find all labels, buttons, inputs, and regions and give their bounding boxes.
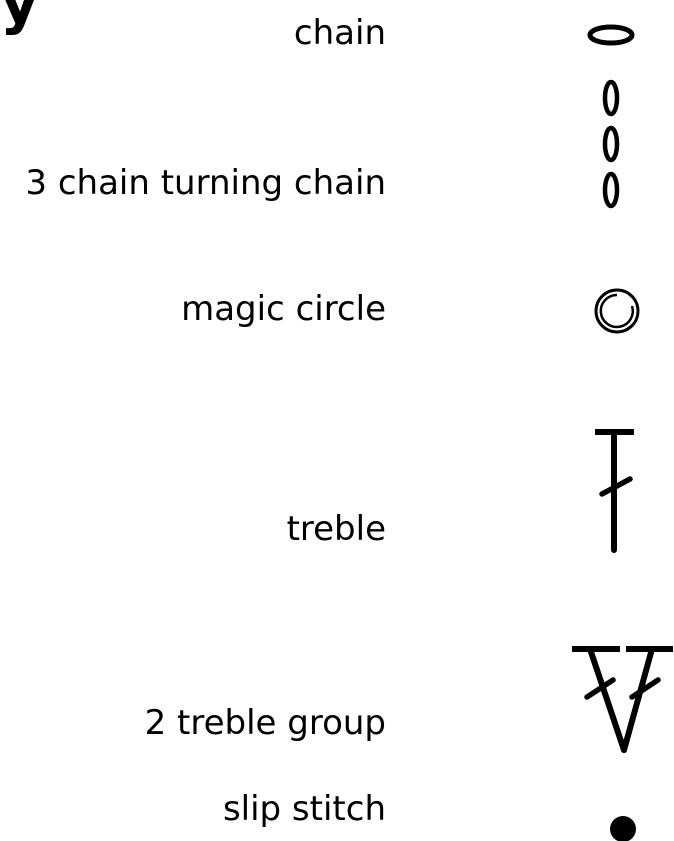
slip-stitch-icon — [610, 816, 636, 841]
magic-circle-icon — [594, 288, 640, 334]
page-title-fragment: y — [0, 0, 40, 37]
legend-label-magic-circle: magic circle — [181, 289, 386, 329]
legend-label-two-treble-group: 2 treble group — [144, 703, 386, 743]
legend-label-treble: treble — [286, 509, 386, 549]
turning-chain-icon — [602, 79, 620, 209]
legend-label-turning-chain: 3 chain turning chain — [25, 163, 386, 203]
treble-icon — [595, 429, 634, 553]
legend-label-chain: chain — [293, 13, 386, 53]
chain-icon — [587, 24, 635, 46]
two-treble-group-icon — [572, 646, 673, 753]
legend-label-slip-stitch: slip stitch — [222, 789, 386, 829]
